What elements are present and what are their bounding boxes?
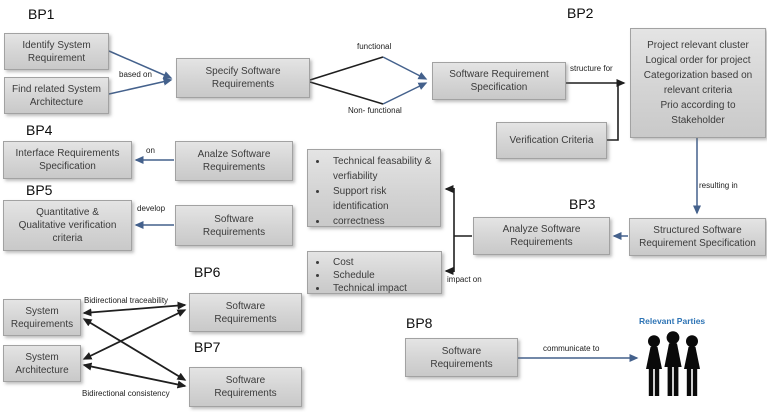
edge-label-on: on (146, 146, 155, 155)
arrow-sysreq-bp7 (82, 318, 187, 381)
node-specify-software-requirements: Specify Software Requirements (176, 58, 310, 98)
node-bp2-cluster: Project relevant cluster Logical order f… (630, 28, 766, 138)
people-group-icon (646, 331, 700, 396)
edge-label-structure-for: structure for (570, 64, 613, 73)
bp2-label: BP2 (567, 5, 594, 21)
list-item: Cost (328, 256, 407, 269)
edge-label-resulting-in: resulting in (699, 181, 738, 190)
list-item: Technical feasability & verfiability (328, 154, 438, 184)
node-software-requirement-specification: Software Requirement Specification (432, 62, 566, 100)
node-impact-factors-list: Cost Schedule Technical impact (307, 251, 442, 294)
bp4-label: BP4 (26, 122, 53, 138)
node-analyze-software-requirements: Analyze Software Requirements (473, 217, 610, 255)
line-functional-upper (309, 56, 384, 81)
node-structured-software-requirement-specification: Structured Software Requirement Specific… (629, 218, 766, 256)
edge-label-communicate-to: communicate to (543, 344, 600, 353)
list-item: Technical impact (328, 282, 407, 295)
relevant-parties-label: Relevant Parties (639, 316, 706, 326)
edge-label-bidirectional-consistency: Bidirectional consistency (82, 389, 170, 398)
node-analze-software-requirements: Analze Software Requirements (175, 141, 293, 181)
bp8-label: BP8 (406, 315, 433, 331)
node-analysis-criteria-list: Technical feasability & verfiability Sup… (307, 149, 441, 227)
node-identify-system-requirement: Identify System Requirement (4, 33, 109, 70)
arrow-nonfunctional-to-srs (382, 82, 428, 105)
list-item: Schedule (328, 269, 407, 282)
line-nonfunctional-lower (309, 81, 384, 105)
node-interface-requirements-specification: Interface Requirements Specification (3, 141, 132, 179)
list-item: Support risk identification (328, 184, 438, 214)
edge-label-based-on: based on (119, 70, 152, 79)
arrow-sysarch-bp6 (82, 309, 187, 360)
arrow-find-to-specify (108, 77, 173, 95)
bp5-label: BP5 (26, 182, 53, 198)
arrow-identify-to-specify (108, 50, 173, 79)
node-system-requirements: System Requirements (3, 299, 81, 336)
node-bp5-software-requirements: Software Requirements (175, 205, 293, 246)
arrow-sysreq-bp6 (82, 301, 187, 317)
node-find-related-system-architecture: Find related System Architecture (4, 77, 109, 114)
edge-label-impact-on: impact on (447, 275, 482, 284)
edge-label-develop: develop (137, 204, 166, 213)
bp6-label: BP6 (194, 264, 221, 280)
node-bp7-software-requirements: Software Requirements (189, 367, 302, 407)
edge-label-functional: functional (357, 42, 392, 51)
arrow-sysarch-bp7 (82, 362, 187, 389)
node-bp8-software-requirements: Software Requirements (405, 338, 518, 377)
edge-label-non-functional: Non- functional (348, 106, 402, 115)
edge-label-bidirectional-traceability: Bidirectional traceability (84, 296, 169, 305)
arrow-functional-to-srs (382, 56, 428, 80)
node-verification-criteria: Verification Criteria (496, 122, 607, 159)
list-item: correctness (328, 214, 438, 229)
bp1-label: BP1 (28, 6, 55, 22)
node-bp6-software-requirements: Software Requirements (189, 293, 302, 332)
node-quantitative-qualitative-criteria: Quantitative & Qualitative verification … (3, 200, 132, 251)
node-system-architecture: System Architecture (3, 345, 81, 382)
bp3-label: BP3 (569, 196, 596, 212)
line-verification-join (607, 84, 619, 141)
bp7-label: BP7 (194, 339, 221, 355)
